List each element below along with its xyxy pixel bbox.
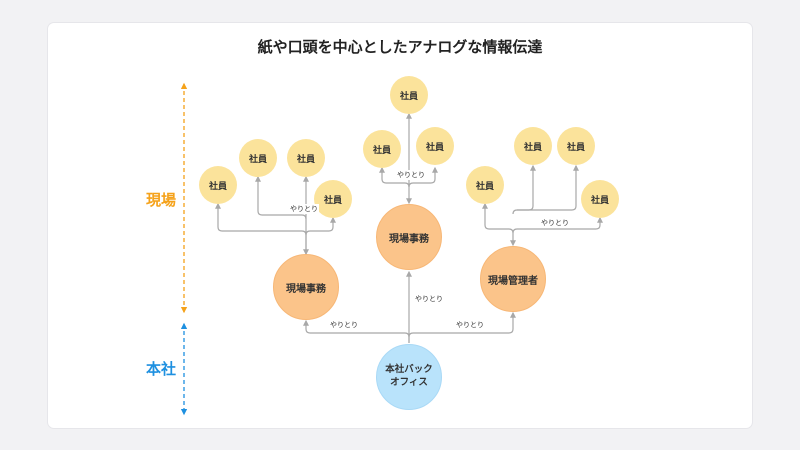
connector: [482, 202, 516, 247]
connector: [512, 218, 601, 234]
site-office-node-left: 現場事務: [273, 254, 339, 320]
employee-node: 社員: [239, 139, 277, 177]
site-manager-node: 現場管理者: [480, 246, 546, 312]
employee-node: 社員: [287, 139, 325, 177]
zone-label-field: 現場: [146, 191, 177, 209]
employee-node: 社員: [581, 180, 619, 218]
zone-label-hq: 本社: [146, 360, 177, 378]
employee-node: 社員: [466, 166, 504, 204]
edge-label: やりとり: [289, 204, 319, 214]
site-office-node-middle: 現場事務: [376, 204, 442, 270]
employee-node: 社員: [314, 180, 352, 218]
hq-node-label-line1: 本社バック: [385, 364, 433, 376]
employee-node: 社員: [416, 127, 454, 165]
hq-back-office-node: 本社バック オフィス: [376, 344, 442, 410]
hq-node-label-line2: オフィス: [390, 377, 428, 388]
edge-label: やりとり: [396, 170, 426, 180]
connector: [408, 168, 436, 188]
connector: [517, 166, 577, 211]
edge-label: やりとり: [540, 218, 570, 228]
employee-node: 社員: [363, 130, 401, 168]
edge-label: やりとり: [455, 320, 485, 330]
employee-node: 社員: [390, 76, 428, 114]
diagram-title: 紙や口頭を中心としたアナログな情報伝達: [257, 38, 543, 56]
employee-node: 社員: [514, 127, 552, 165]
employee-node: 社員: [199, 166, 237, 204]
connector: [512, 166, 534, 215]
connector: [381, 168, 410, 188]
connector: [408, 311, 516, 338]
edge-label: やりとり: [414, 294, 444, 304]
edge-label: やりとり: [329, 320, 359, 330]
connector: [305, 218, 334, 236]
employee-node: 社員: [557, 127, 595, 165]
